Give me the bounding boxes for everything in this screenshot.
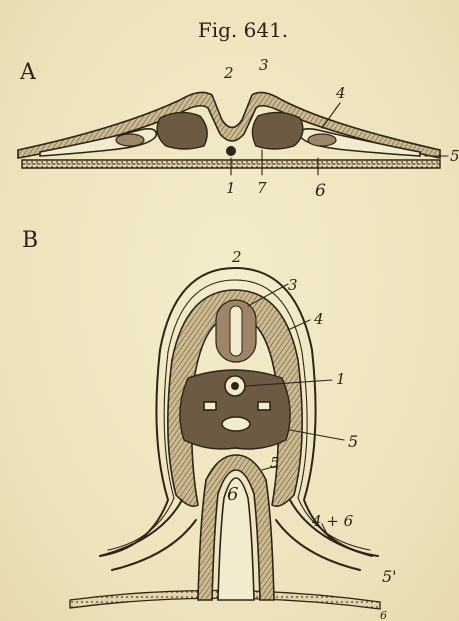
panel-a-label-3: 3 <box>259 56 269 74</box>
panel-a-right-somite <box>252 112 302 149</box>
panel-b-label-1: 1 <box>336 370 346 388</box>
panel-b-label-6-bottom: 6 <box>380 609 387 621</box>
panel-a-right-oval <box>308 134 336 146</box>
panel-b-right-fold <box>276 500 372 570</box>
panel-b-label-4-6: 4 + 6 <box>311 512 354 530</box>
panel-b-label-2: 2 <box>231 248 242 266</box>
figure-caption: Fig. 641. <box>198 18 288 42</box>
panel-b-lumen-right <box>258 402 270 410</box>
panel-a-notochord <box>226 146 236 156</box>
panel-b-label-3: 3 <box>288 276 298 294</box>
panel-a-left-oval <box>116 134 144 146</box>
panel-a-label-2: 2 <box>223 64 234 82</box>
panel-b-label-4: 4 <box>313 310 324 328</box>
panel-b-lumen-left <box>204 402 216 410</box>
panel-a-label-4: 4 <box>335 84 346 102</box>
panel-a-label-6: 6 <box>315 181 326 201</box>
panel-a-left-somite <box>157 112 207 149</box>
panel-b-lumen-center <box>222 417 250 431</box>
panel-b-label-6: 6 <box>227 484 238 505</box>
panel-a-letter: A <box>19 60 37 85</box>
panel-a-label-1: 1 <box>226 179 236 197</box>
panel-b-notochord-core <box>231 382 239 390</box>
panel-a-label-7: 7 <box>257 179 267 197</box>
panel-a-label-5: 5 <box>450 147 459 165</box>
panel-b-label-5-prime: 5' <box>382 567 397 586</box>
panel-b-left-fold <box>100 500 196 570</box>
panel-a: A 2 3 4 5 1 7 6 <box>18 56 459 201</box>
panel-b: B 2 3 4 1 <box>22 228 397 621</box>
panel-b-letter: B <box>22 228 38 253</box>
panel-b-label-5: 5 <box>348 432 358 451</box>
panel-b-label-5-inner: 5 <box>270 454 280 472</box>
panel-b-neural-canal <box>230 306 242 356</box>
